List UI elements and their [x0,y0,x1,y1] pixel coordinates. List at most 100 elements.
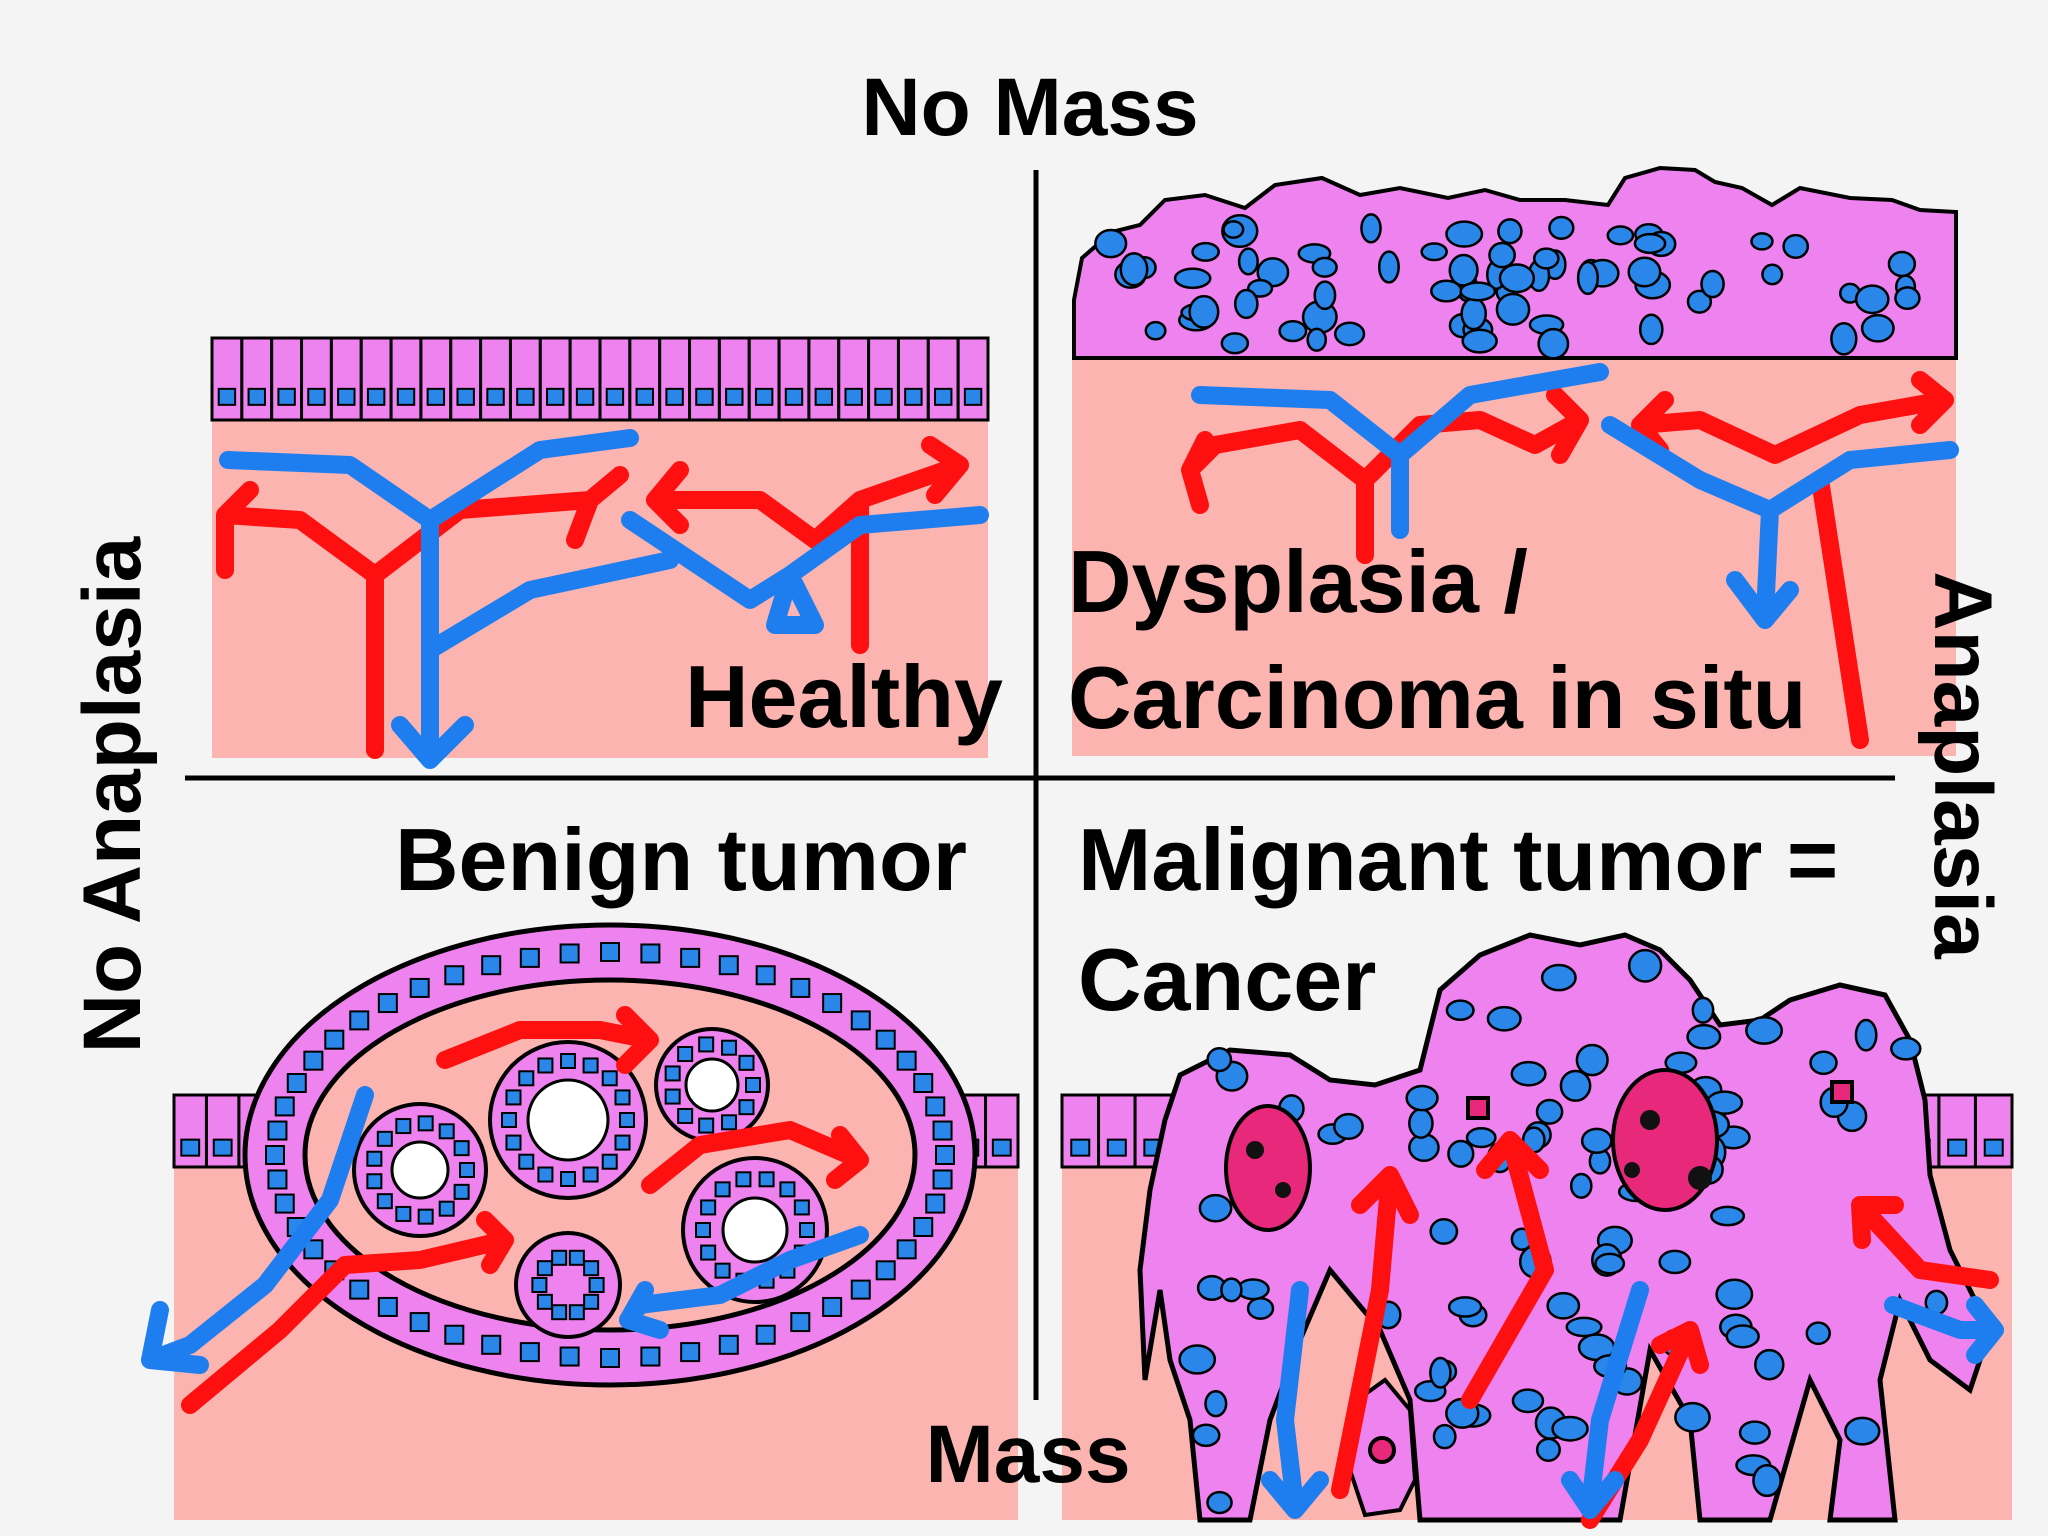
epithelial-cell [568,336,602,422]
gland-nucleus [453,1140,470,1157]
gland-nucleus [568,1249,585,1266]
tumor-nucleus [1546,1291,1581,1320]
healthy-vessels [216,429,989,769]
tumor-nucleus [1333,1112,1364,1141]
tumor-nucleus [1405,1084,1439,1112]
atypical-nucleus [1448,253,1479,287]
cell-nucleus [277,387,296,406]
atypical-nucleus [1420,242,1448,262]
atypical-nucleus [1686,289,1713,314]
epithelial-cell [867,336,900,422]
atypical-nucleus [1311,256,1338,278]
gland-nucleus [779,1181,796,1198]
dark-spot [1640,1110,1660,1130]
gland-nucleus [700,1199,717,1216]
capsule-nucleus [349,1010,370,1031]
dysplasia-vessels [1181,363,1959,749]
epithelial-cell [270,336,304,422]
gland-nucleus [438,1123,455,1140]
tumor-nucleus [1674,1401,1711,1433]
atypical-nucleus [1830,321,1858,356]
gland-nucleus [799,1222,815,1238]
cell-nucleus [695,387,714,406]
gland-lumen [390,1140,450,1200]
tumor-nucleus [1710,1205,1746,1227]
tumor-nucleus [1575,1043,1609,1077]
tumor-nucleus [1754,1348,1785,1381]
cell-nucleus [1947,1138,1968,1157]
cell-nucleus [516,387,535,406]
capsule-nucleus [822,993,843,1014]
cell-nucleus [212,1138,233,1157]
atypical-nucleus [1782,233,1810,259]
capsule-nucleus [822,1296,843,1317]
benign-acini [352,1027,829,1339]
cell-nucleus [180,1138,201,1157]
tumor-nucleus [1627,948,1663,983]
tumor-nucleus [1178,1344,1217,1375]
gland [514,1231,622,1339]
quadrant-dysplasia: Dysplasia / Carcinoma in situ [1068,165,1959,756]
cell-nucleus [904,387,923,406]
capsule-nucleus [303,1050,324,1071]
gland-nucleus [677,1046,694,1063]
capsule-nucleus [409,1312,430,1333]
cell-nucleus [844,387,863,406]
benign-artery [181,1006,869,1414]
gland-nucleus [714,1181,731,1198]
gland-nucleus [664,1088,681,1105]
gland-nucleus [536,1293,553,1310]
capsule-nucleus [790,977,811,998]
gland-nucleus [376,1193,393,1210]
tumor-nucleus [1432,1423,1457,1450]
tumor-nucleus [1486,1005,1522,1032]
cell-nucleus [486,387,505,406]
atypical-nucleus [1548,215,1575,241]
epithelial-cell [896,336,930,422]
atypical-nucleus [1119,252,1149,287]
benign-vein [141,1086,869,1374]
capsule-nucleus [850,1010,871,1031]
atypical-nucleus [1497,218,1523,245]
atypical-nucleus [1606,225,1635,246]
gland-nucleus [588,1277,605,1293]
capsule-nucleus [932,1120,953,1141]
axes: No Mass Mass No Anaplasia Anaplasia [67,62,2008,1500]
atypical-nucleus [1627,256,1662,288]
atypical-nucleus [1188,294,1220,329]
dysplasia-label-line2: Carcinoma in situ [1068,648,1806,747]
capsule-nucleus [600,1348,620,1368]
atypical-nucleus [1860,313,1895,343]
cell-nucleus [605,387,625,406]
cell-nucleus [307,387,326,406]
epithelial-cell [926,336,960,422]
tumor-nucleus [1805,1321,1832,1346]
cell-nucleus [1070,1138,1091,1157]
atypical-nucleus [1854,284,1890,315]
atypical-nucleus [1222,220,1245,239]
atypical-nucleus [1094,228,1128,259]
epithelial-cell [210,336,244,422]
gland-lumen [721,1196,789,1264]
epithelial-cell [449,336,483,422]
atypical-nucleus [1459,281,1497,302]
gland-nucleus [438,1200,455,1217]
dark-spot [1275,1182,1291,1198]
atypical-nucleus [1278,319,1308,343]
tumor-nucleus [1206,1490,1233,1515]
capsule-nucleus [559,1346,580,1367]
gland-nucleus [505,1134,522,1151]
tumor-nucleus [1429,1356,1452,1389]
gland-nucleus [568,1304,585,1321]
gland-nucleus [698,1117,715,1134]
gland-nucleus [582,1166,599,1183]
capsule-nucleus [265,1145,285,1165]
atypical-nucleus [1576,260,1599,296]
cell-nucleus [337,387,356,406]
cell-nucleus [934,387,953,406]
gland-nucleus [366,1173,383,1190]
gland-nucleus [417,1208,434,1225]
epithelial-cell [172,1093,208,1169]
epithelial-cell [717,336,751,422]
